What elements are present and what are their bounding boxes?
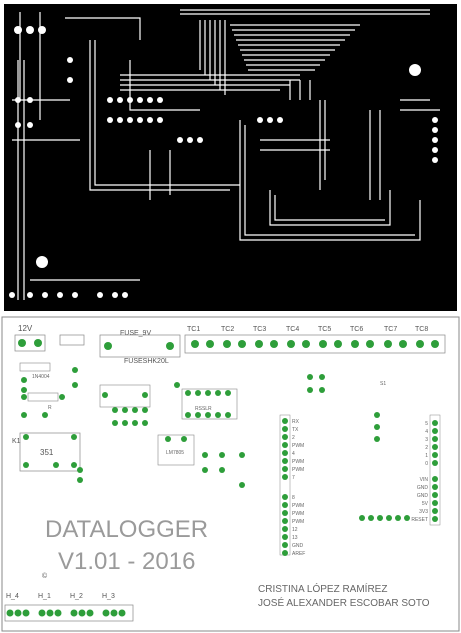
tc8-label: TC8 (415, 326, 428, 333)
pin-a2: 2 (425, 445, 428, 451)
copper-traces (12, 9, 440, 300)
arduino-right-header: 5 4 3 2 1 0 VIN GND GND 5V 3V3 RESET (411, 414, 441, 526)
h3-label: H_3 (102, 593, 115, 600)
pin-a1: 1 (425, 453, 428, 459)
pin-a5: 5 (425, 421, 428, 427)
pin-rx: RX (292, 419, 300, 425)
copper-layer (0, 0, 461, 315)
pin-aref: AREF (292, 551, 305, 557)
pin-12: 12 (292, 527, 298, 533)
pin-11: PWM (292, 519, 304, 525)
left-components: 1N4004 R K1 351 (12, 362, 83, 483)
s1-label: S1 (380, 381, 386, 387)
arduino-left-header: RX TX 2 PWM 4 PWM PWM 7 8 PWM PWM PWM 12… (279, 414, 305, 557)
tc6-label: TC6 (350, 326, 363, 333)
icsp-header (359, 515, 410, 521)
pin-tx: TX (292, 427, 299, 433)
pin-7: 7 (292, 475, 295, 481)
tc4-label: TC4 (286, 326, 299, 333)
board-title: DATALOGGER (45, 516, 208, 543)
relay-label: K1 (12, 438, 21, 445)
diode-label: 1N4004 (32, 374, 50, 380)
tc7-label: TC7 (384, 326, 397, 333)
pin-4: 4 (292, 451, 295, 457)
pin-2: 2 (292, 435, 295, 441)
tc5-label: TC5 (318, 326, 331, 333)
thermocouple-block: TC1 TC2 TC3 TC4 TC5 TC6 TC7 TC8 (184, 326, 446, 354)
board-outline (1, 316, 460, 632)
fuse-9v-label: FUSE_9V (120, 330, 151, 337)
resistor-label: R (48, 405, 52, 411)
bottom-headers: H_4 H_1 H_2 H_3 (4, 593, 134, 622)
tc2-label: TC2 (221, 326, 234, 333)
pin-3v3: 3V3 (419, 509, 428, 515)
silkscreen-layer: 12V FUSE_9V FUSESHK20L TC1 TC2 TC3 TC4 T… (0, 315, 461, 633)
h4-label: H_4 (6, 593, 19, 600)
pin-gnd-1: GND (417, 485, 429, 491)
pin-gnd: GND (292, 543, 304, 549)
fuse-shk-label: FUSESHK20L (124, 358, 169, 365)
pin-gnd-2: GND (417, 493, 429, 499)
h2-label: H_2 (70, 593, 83, 600)
author-1: CRISTINA LÓPEZ RAMÍREZ (258, 582, 387, 595)
pin-a4: 4 (425, 429, 428, 435)
tc3-label: TC3 (253, 326, 266, 333)
power-label: 12V (18, 324, 33, 333)
power-connector: 12V (14, 324, 46, 352)
tc1-label: TC1 (187, 326, 200, 333)
author-2: JOSÉ ALEXANDER ESCOBAR SOTO (258, 596, 430, 609)
middle-components: RSSLR LM7805 S1 (99, 374, 386, 488)
pin-5: PWM (292, 459, 304, 465)
pin-vin: VIN (420, 477, 429, 483)
pin-5v: 5V (422, 501, 429, 507)
pin-6: PWM (292, 467, 304, 473)
pin-8: 8 (292, 495, 295, 501)
pin-10: PWM (292, 511, 304, 517)
copyright-mark: © (42, 572, 48, 580)
pin-a0: 0 (425, 461, 428, 467)
h1-label: H_1 (38, 593, 51, 600)
pin-a3: 3 (425, 437, 428, 443)
pin-13: 13 (292, 535, 298, 541)
copper-fill (4, 4, 457, 311)
copper-pads (9, 26, 438, 298)
pin-3: PWM (292, 443, 304, 449)
pin-reset: RESET (411, 517, 428, 523)
shift-reg-label: RSSLR (195, 406, 212, 412)
board-version: V1.01 - 2016 (58, 548, 195, 575)
regulator-label: LM7805 (166, 450, 184, 456)
fuse-holder: FUSE_9V FUSESHK20L (59, 330, 181, 365)
pin-9: PWM (292, 503, 304, 509)
ic-351-label: 351 (40, 448, 54, 457)
